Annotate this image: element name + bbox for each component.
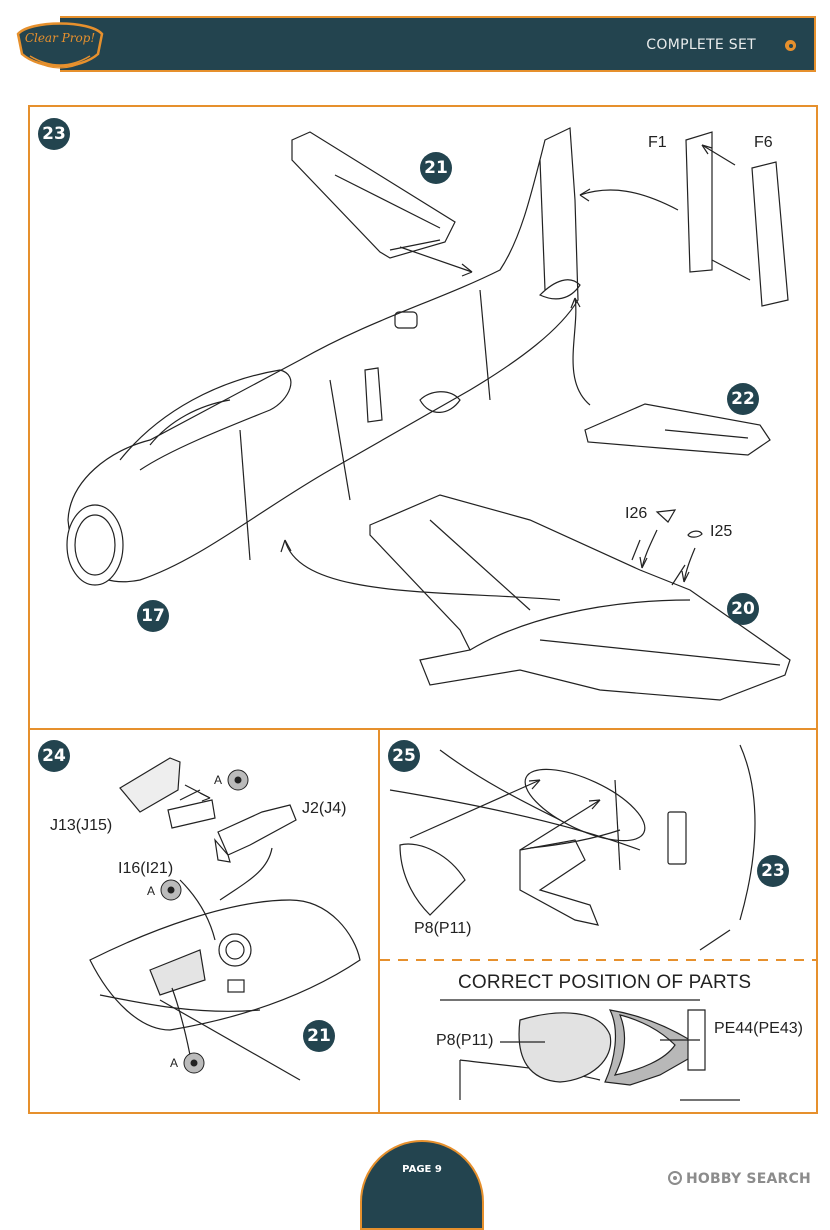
callout-21-step24: 21	[303, 1020, 335, 1052]
header-dot-icon	[785, 40, 796, 51]
correct-pe44-label: PE44(PE43)	[714, 1020, 803, 1037]
hobby-search-logo-icon	[668, 1171, 682, 1185]
brand-logo: Clear Prop!	[16, 22, 104, 69]
step-25-badge: 25	[388, 740, 420, 772]
step-23-badge: 23	[38, 118, 70, 150]
header-title: COMPLETE SET	[646, 37, 756, 53]
watermark-text: HOBBY SEARCH	[686, 1171, 811, 1187]
part-label-p8: P8(P11)	[414, 920, 472, 937]
callout-21: 21	[420, 152, 452, 184]
ref-a-2: A	[147, 884, 156, 898]
step-25-drawing	[380, 744, 818, 1101]
part-label-f1: F1	[648, 134, 667, 151]
part-label-i16: I16(I21)	[118, 860, 174, 877]
callout-23-step25: 23	[757, 855, 789, 887]
part-label-j13: J13(J15)	[50, 817, 113, 834]
step-23-drawing	[66, 127, 791, 701]
part-label-i25: I25	[710, 523, 733, 540]
page-number: PAGE 9	[402, 1164, 442, 1175]
watermark: HOBBY SEARCH	[668, 1171, 811, 1187]
logo-text: Clear Prop!	[25, 31, 96, 45]
ref-a-1: A	[214, 773, 223, 787]
callout-17: 17	[137, 600, 169, 632]
callout-20: 20	[727, 593, 759, 625]
correct-position-title: CORRECT POSITION OF PARTS	[458, 972, 752, 993]
step-24-drawing	[89, 757, 361, 1081]
header-bar: COMPLETE SET	[60, 16, 816, 72]
correct-p8-label: P8(P11)	[436, 1032, 494, 1049]
part-label-f6: F6	[754, 134, 773, 151]
callout-22: 22	[727, 383, 759, 415]
part-label-i26: I26	[625, 505, 648, 522]
step-24-badge: 24	[38, 740, 70, 772]
ref-a-3: A	[170, 1056, 179, 1070]
part-label-j2: J2(J4)	[302, 800, 347, 817]
